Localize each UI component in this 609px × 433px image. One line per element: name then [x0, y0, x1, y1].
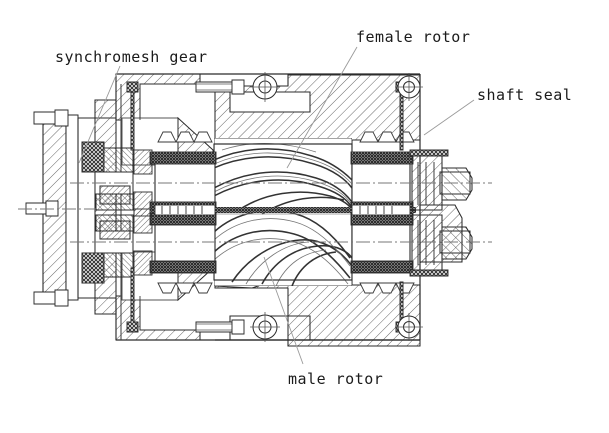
interstage-seal-band: [150, 204, 416, 216]
label-male-rotor: male rotor: [288, 370, 384, 388]
label-female-rotor: female rotor: [356, 28, 471, 46]
leader-synchromesh-gear: [78, 65, 121, 164]
dowel-pin-details: [250, 72, 423, 342]
bolt-fasteners: [25, 79, 408, 335]
label-synchromesh-gear: synchromesh gear: [55, 48, 208, 66]
leader-lines: [78, 46, 475, 365]
shaft-seal-assembly: [409, 149, 473, 277]
synchromesh-gear-assembly: [81, 141, 153, 284]
leader-shaft-seal: [423, 99, 475, 136]
shaft-centrelines: [18, 182, 492, 243]
leader-female-rotor: [286, 46, 358, 169]
leader-male-rotor: [263, 256, 304, 365]
male-rotor-helix: [214, 209, 352, 286]
label-shaft-seal: shaft seal: [477, 86, 573, 104]
